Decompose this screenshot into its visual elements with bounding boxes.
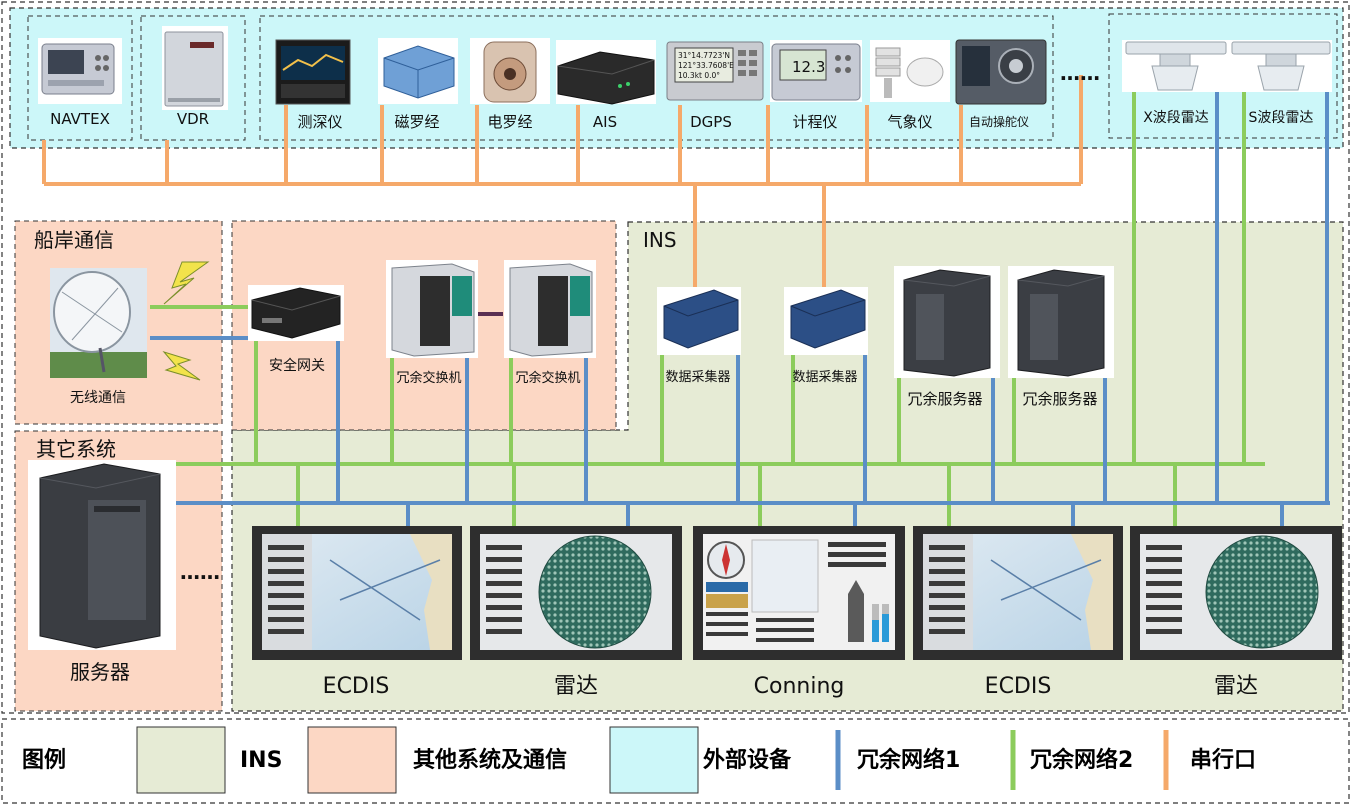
legend-label-ins: INS	[240, 748, 282, 773]
redundant-switch-icon	[504, 260, 596, 358]
ins-title: INS	[643, 228, 677, 252]
legend-title: 图例	[22, 748, 66, 773]
workstation-label-radar-1: 雷达	[554, 674, 598, 699]
other-systems-title: 其它系统	[36, 437, 116, 461]
server-label: 服务器	[70, 660, 130, 684]
workstation-label-radar-2: 雷达	[1214, 674, 1258, 699]
server-label-1: 冗余服务器	[907, 390, 982, 408]
radar-workstation	[470, 526, 682, 660]
device-label-s-band-radar: S波段雷达	[1249, 110, 1314, 126]
lightning-bolt-icon	[162, 261, 210, 381]
dgps-line-3: 10.3kt 0.0°	[678, 71, 720, 80]
redundant-server-icon	[1008, 266, 1114, 378]
switch-label-1: 冗余交换机	[396, 370, 461, 386]
device-label-navtex: NAVTEX	[50, 110, 110, 128]
legend-label-external: 外部设备	[703, 747, 792, 773]
collector-label-1: 数据采集器	[665, 369, 730, 385]
radar-workstation	[1130, 526, 1342, 660]
device-label-autopilot: 自动操舵仪	[969, 114, 1029, 129]
device-label-magnetic-compass: 磁罗经	[394, 113, 439, 131]
legend-swatch-ins	[136, 726, 226, 794]
ecdis-workstation	[252, 526, 462, 660]
ecdis-workstation	[913, 526, 1123, 660]
dgps-line-1: 31°14.7723'N	[678, 51, 730, 60]
device-label-x-band-radar: X波段雷达	[1143, 110, 1209, 126]
ais-transponder-icon	[556, 40, 656, 105]
legend-label-network1: 冗余网络1	[857, 747, 960, 773]
navtex-receiver-icon	[38, 38, 122, 104]
speed-log-readout: 12.3	[792, 58, 825, 76]
gateway-label: 安全网关	[269, 357, 325, 374]
workstation-label-ecdis-1: ECDIS	[323, 674, 390, 699]
security-gateway-icon	[248, 285, 344, 341]
dgps-receiver-icon: 31°14.7723'N 121°33.7608'E 10.3kt 0.0°	[666, 41, 764, 101]
switch-label-2: 冗余交换机	[515, 370, 580, 386]
data-collector-icon	[784, 287, 868, 355]
satellite-dish-icon	[50, 268, 147, 378]
device-label-gyro-compass: 电罗经	[487, 113, 532, 131]
redundant-switch-icon	[386, 260, 478, 358]
server-label-2: 冗余服务器	[1022, 390, 1097, 408]
workstation-label-conning: Conning	[754, 674, 845, 699]
other-systems-more-ellipsis: ……	[180, 560, 220, 584]
device-label-ais: AIS	[593, 113, 617, 131]
server-tower-icon	[28, 460, 176, 650]
magnetic-compass-icon	[378, 38, 458, 104]
legend-swatch-other-systems	[307, 726, 397, 794]
device-label-speed-log: 计程仪	[792, 113, 837, 131]
data-collector-icon	[657, 287, 741, 355]
legend-label-other-systems: 其他系统及通信	[413, 747, 567, 773]
speed-log-icon: 12.3	[770, 40, 862, 102]
workstation-label-ecdis-2: ECDIS	[985, 674, 1052, 699]
dgps-line-2: 121°33.7608'E	[678, 61, 734, 70]
gyro-compass-icon	[470, 38, 550, 104]
redundant-server-icon	[894, 266, 1000, 378]
x-band-radar-antenna-icon	[1122, 40, 1230, 92]
autopilot-icon	[955, 39, 1047, 105]
conning-workstation	[693, 526, 905, 660]
device-label-weather-station: 气象仪	[887, 113, 932, 131]
external-more-ellipsis: ……	[1060, 61, 1100, 85]
legend-label-network2: 冗余网络2	[1030, 747, 1133, 773]
wireless-comm-label: 无线通信	[70, 390, 126, 406]
s-band-radar-antenna-icon	[1230, 40, 1332, 92]
legend-swatch-external	[609, 726, 699, 794]
device-label-vdr: VDR	[177, 110, 209, 128]
echo-sounder-icon	[275, 39, 351, 105]
legend-label-serial: 串行口	[1190, 747, 1256, 773]
vdr-box-icon	[162, 26, 228, 110]
ship-shore-title: 船岸通信	[34, 228, 114, 252]
device-label-dgps: DGPS	[690, 113, 732, 131]
weather-station-icon	[870, 40, 950, 102]
device-label-echo-sounder: 测深仪	[297, 113, 342, 131]
collector-label-2: 数据采集器	[792, 369, 857, 385]
